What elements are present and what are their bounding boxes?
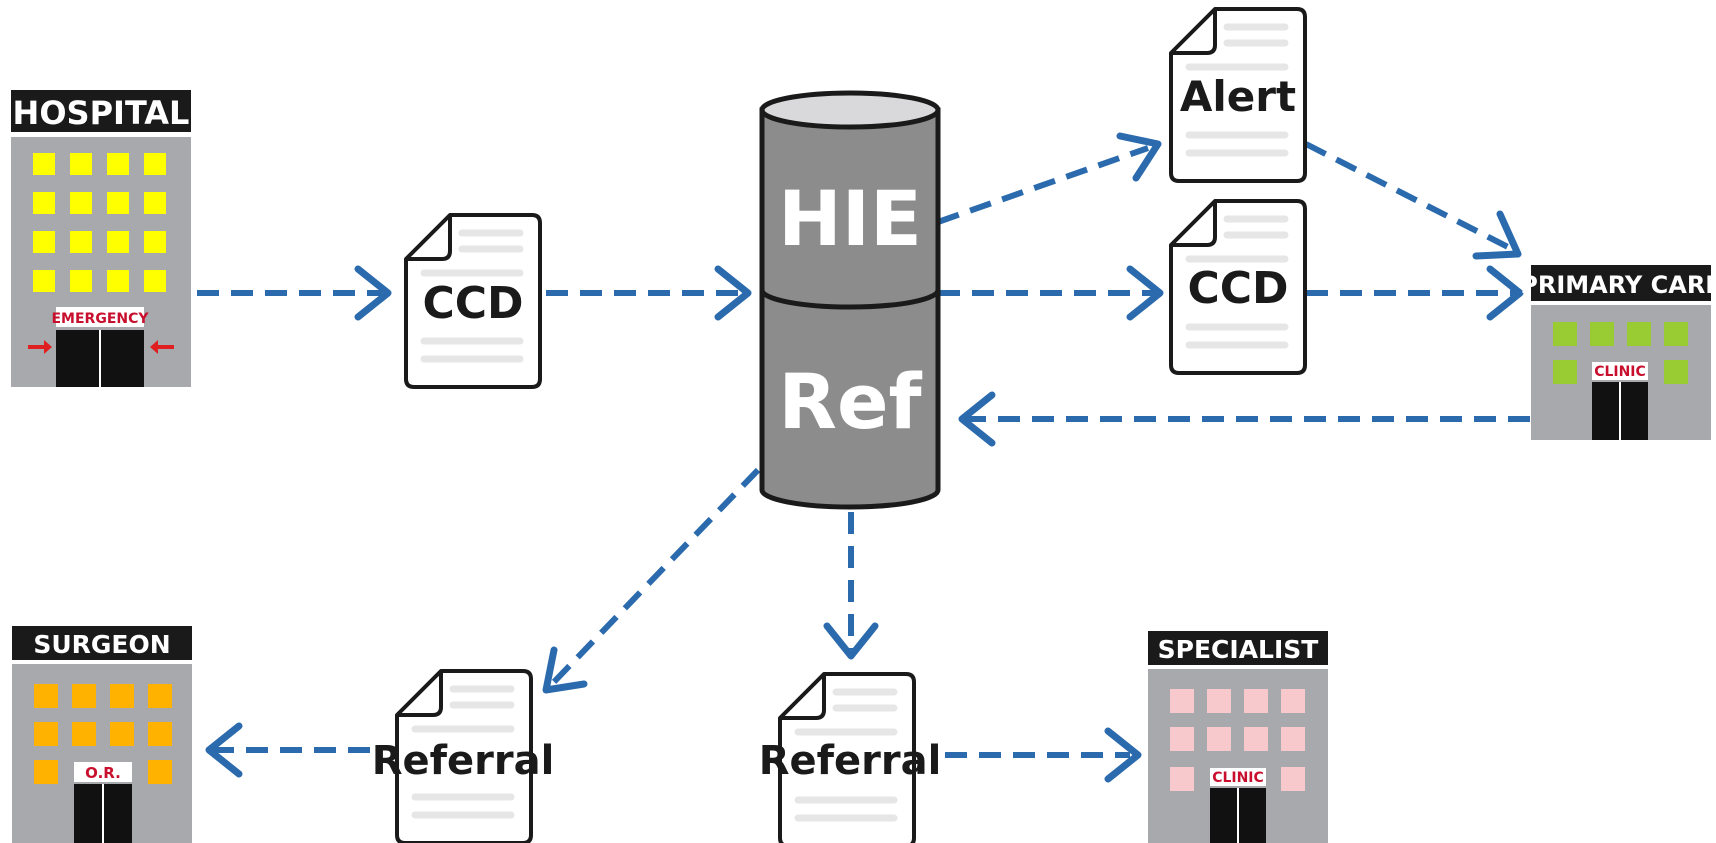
window — [1207, 689, 1231, 713]
specialist-title: SPECIALIST — [1158, 635, 1319, 664]
specialist-clinic-label: CLINIC — [1212, 770, 1264, 786]
emergency-label: EMERGENCY — [51, 311, 149, 327]
hospital-title: HOSPITAL — [13, 94, 190, 132]
window — [1170, 689, 1194, 713]
window — [72, 722, 96, 746]
arrow-alert-to-primary-care — [1304, 141, 1512, 251]
ref-label: Ref — [778, 357, 922, 446]
arrowhead-ccd-right — [1126, 265, 1164, 321]
arrow-ref-to-referral-left — [549, 467, 761, 687]
window — [70, 270, 92, 292]
hospital-sign — [11, 90, 191, 132]
arrowhead-referral-right — [823, 622, 879, 660]
specialist-building: SPECIALIST CLINIC — [1148, 631, 1328, 843]
window — [110, 684, 134, 708]
arrowhead-surgeon — [205, 722, 243, 778]
window — [1281, 767, 1305, 791]
window — [144, 192, 166, 214]
arrowhead-specialist — [1104, 727, 1142, 783]
window — [33, 192, 55, 214]
surgeon-sign — [12, 626, 192, 660]
window — [148, 684, 172, 708]
ccd-right-label: CCD — [1187, 263, 1288, 314]
window — [1553, 360, 1577, 384]
window — [33, 270, 55, 292]
window — [1244, 727, 1268, 751]
referral-document-left: Referral — [372, 671, 555, 843]
window — [72, 684, 96, 708]
window — [107, 153, 129, 175]
window — [70, 192, 92, 214]
referral-document-right: Referral — [759, 674, 942, 843]
surgeon-building: SURGEON O.R. — [12, 626, 192, 843]
surgeon-title: SURGEON — [33, 630, 170, 659]
primary-care-title: PRIMARY CARE — [1520, 271, 1716, 299]
window — [33, 153, 55, 175]
window — [144, 153, 166, 175]
window — [1590, 322, 1614, 346]
primary-care-clinic-label: CLINIC — [1594, 364, 1646, 380]
alert-label: Alert — [1180, 72, 1296, 121]
window — [148, 722, 172, 746]
window — [1170, 767, 1194, 791]
window — [1281, 727, 1305, 751]
surgeon-or-label: O.R. — [85, 764, 121, 782]
surgeon-door-sign — [74, 762, 132, 782]
arrowhead-referral-left — [542, 646, 588, 694]
hospital-building: HOSPITAL EMERGENCY — [11, 90, 191, 387]
window — [1627, 322, 1651, 346]
window — [148, 760, 172, 784]
window — [144, 231, 166, 253]
referral-right-label: Referral — [759, 738, 942, 784]
specialist-door-sign — [1210, 768, 1266, 786]
arrowhead-ref — [958, 391, 996, 447]
arrowhead-primary-care-alert — [1472, 210, 1522, 260]
emergency-sign — [56, 307, 144, 327]
window — [107, 231, 129, 253]
referral-left-label: Referral — [372, 738, 555, 784]
window — [107, 192, 129, 214]
door-arrow-right-icon — [150, 340, 174, 354]
window — [1170, 727, 1194, 751]
hie-database-cylinder: HIE Ref — [759, 90, 941, 510]
window — [33, 231, 55, 253]
ccd-document-right: CCD — [1171, 201, 1305, 373]
window — [1244, 689, 1268, 713]
ccd-document-left: CCD — [406, 215, 540, 387]
ccd-left-label: CCD — [422, 278, 523, 329]
arrowhead-alert — [1116, 132, 1162, 182]
primary-care-building: PRIMARY CARE CLINIC — [1520, 265, 1716, 440]
specialist-sign — [1148, 631, 1328, 665]
window — [34, 684, 58, 708]
window — [144, 270, 166, 292]
arrowhead-primary-care-ccd — [1486, 265, 1524, 321]
arrow-hie-to-alert — [937, 145, 1149, 225]
window — [1664, 322, 1688, 346]
alert-document: Alert — [1171, 9, 1305, 181]
window — [1664, 360, 1688, 384]
hie-label: HIE — [778, 174, 922, 263]
window — [107, 270, 129, 292]
window — [34, 760, 58, 784]
window — [1553, 322, 1577, 346]
window — [34, 722, 58, 746]
window — [70, 231, 92, 253]
door-arrow-left-icon — [28, 340, 52, 354]
window — [1281, 689, 1305, 713]
arrowhead-hie — [714, 265, 752, 321]
window — [70, 153, 92, 175]
primary-care-door-sign — [1592, 362, 1648, 380]
arrowhead-ccd-left — [354, 265, 392, 321]
window — [110, 722, 134, 746]
window — [1207, 727, 1231, 751]
primary-care-sign — [1531, 265, 1711, 301]
